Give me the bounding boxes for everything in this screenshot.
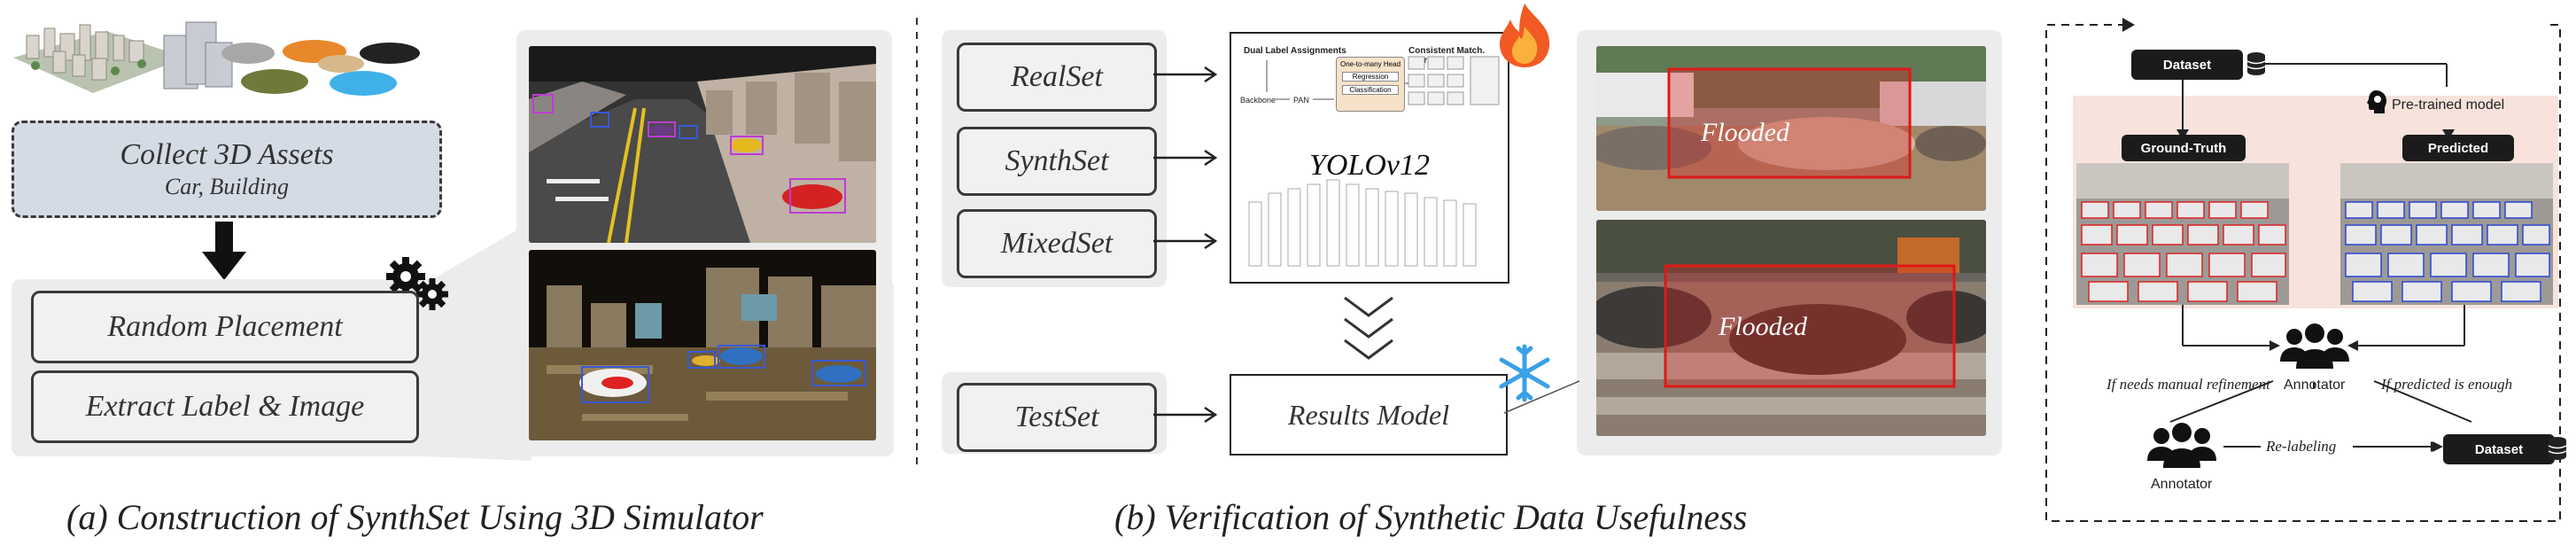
flooded-image-top: [1596, 46, 1986, 211]
testset-box: TestSet: [957, 383, 1157, 452]
dataset-bottom-label: Dataset: [2474, 441, 2524, 457]
ground-truth-image: [2076, 163, 2289, 305]
realset-box: RealSet: [957, 43, 1157, 112]
results-connector: [1504, 380, 1580, 414]
mixedset-label: MixedSet: [1000, 227, 1113, 260]
yolo-arch-lines: [1248, 56, 1500, 267]
panel-a: Collect 3D Assets Car, Building Random P: [0, 0, 895, 553]
annotator-icon: [2280, 323, 2349, 369]
down-arrow: [202, 222, 246, 280]
caption-b: (b) Verification of Synthetic Data Usefu…: [1114, 497, 1748, 537]
pretrained-label: Pre-trained model: [2392, 97, 2505, 113]
classification-label: Classification: [1342, 85, 1399, 95]
extract-label-label: Extract Label & Image: [85, 390, 365, 423]
one-to-many-label: One-to-many Head: [1339, 60, 1401, 68]
3d-assets-image: [13, 21, 420, 96]
predicted-header: Predicted: [2402, 135, 2514, 161]
annotator-mid-label: Annotator: [2284, 378, 2346, 393]
random-placement-label: Random Placement: [107, 310, 343, 343]
yolo-box: Dual Label Assignments Consistent Match.…: [1230, 32, 1509, 284]
diagram-backbone: Backbone: [1240, 96, 1276, 105]
realset-label: RealSet: [1011, 60, 1103, 93]
testset-label: TestSet: [1014, 401, 1099, 433]
relabeling-label: Re-labeling: [2266, 438, 2337, 455]
dataset-top-label: Dataset: [2162, 57, 2212, 73]
mixedset-box: MixedSet: [957, 209, 1157, 278]
diagram-header-left: Dual Label Assignments: [1244, 46, 1346, 56]
ground-truth-header: Ground-Truth: [2122, 135, 2246, 161]
collect-subtitle: Car, Building: [164, 174, 290, 199]
results-model-box: Results Model: [1230, 374, 1508, 456]
random-placement-box: Random Placement: [31, 291, 419, 363]
panel-c: Dataset Pre-trained model Ground-Truth P…: [2037, 0, 2576, 553]
flooded-image-bottom: [1596, 220, 1986, 436]
dataset-arrows: [1153, 66, 1218, 424]
panel-connector: [425, 222, 531, 461]
dataset-bottom-node: Dataset: [2443, 434, 2555, 464]
collect-assets-box: Collect 3D Assets Car, Building: [12, 121, 442, 218]
yolo-model-name: YOLOv12: [1308, 149, 1431, 182]
predicted-image: [2340, 163, 2553, 305]
extract-label-box: Extract Label & Image: [31, 370, 419, 443]
flame-icon: [1500, 4, 1550, 67]
flooded-label-bottom: Flooded: [1719, 312, 1807, 341]
snowflake-icon: [1499, 344, 1550, 402]
diagram-one-to-many: One-to-many Head Regression Classificati…: [1336, 57, 1405, 112]
results-model-label: Results Model: [1287, 398, 1450, 431]
dataset-top-node: Dataset: [2131, 50, 2243, 80]
if-manual-label: If needs manual refinement: [2107, 376, 2270, 393]
synthset-label: SynthSet: [1005, 144, 1109, 177]
predicted-label: Predicted: [2427, 140, 2489, 156]
regression-label: Regression: [1342, 72, 1399, 82]
annotator-bottom-icon: [2147, 423, 2216, 468]
panel-b: RealSet SynthSet MixedSet TestSet Dual L…: [939, 0, 2011, 553]
caption-a: (a) Construction of SynthSet Using 3D Si…: [66, 497, 764, 537]
chevron-down-icon: [1344, 296, 1393, 360]
relabel-arrow: [2223, 441, 2441, 452]
annotator-bottom-label: Annotator: [2151, 477, 2213, 492]
gears-icon: [386, 257, 448, 310]
synthset-box: SynthSet: [957, 127, 1157, 196]
synthetic-scene-top: [529, 46, 876, 243]
database-bottom-icon: [2548, 437, 2567, 460]
head-gear-icon: [2367, 90, 2386, 113]
synthetic-scene-bottom: [529, 250, 876, 440]
separator-line: [916, 18, 918, 470]
diagram-pan: PAN: [1293, 96, 1309, 105]
database-icon: [2246, 52, 2266, 75]
flooded-label-top: Flooded: [1701, 118, 1789, 147]
collect-title: Collect 3D Assets: [120, 138, 334, 171]
if-enough-label: If predicted is enough: [2381, 376, 2513, 393]
ground-truth-label: Ground-Truth: [2140, 140, 2227, 156]
